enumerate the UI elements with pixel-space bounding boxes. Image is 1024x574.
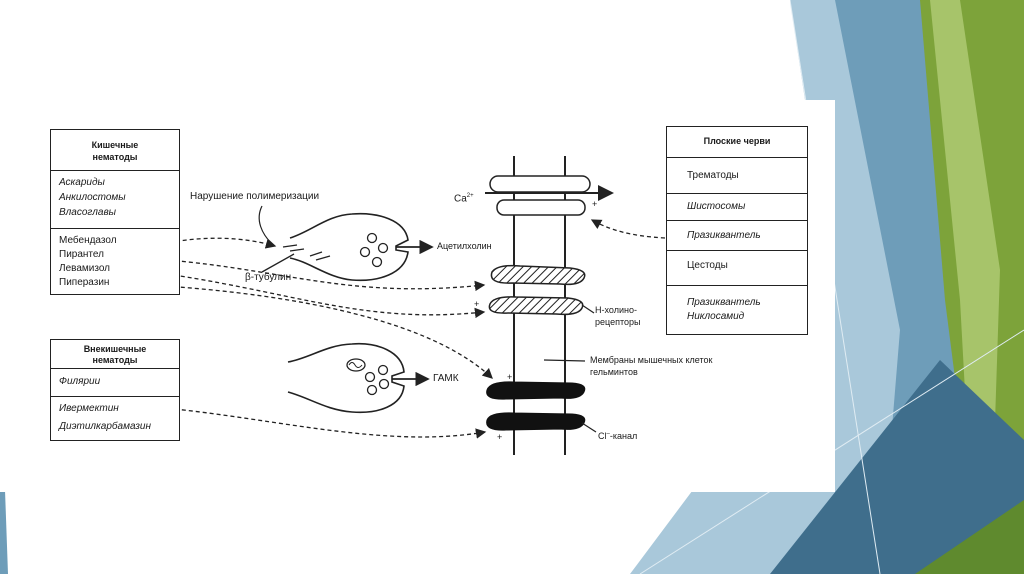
n-cholino-label-line2: рецепторы (595, 317, 641, 327)
plus-sign-gaba: + (507, 372, 513, 382)
intestinal-nematodes-box: Кишечные нематоды Аскариды Анкилостомы В… (50, 129, 180, 295)
membranes-leader (543, 359, 586, 362)
drug-piperazine: Пиперазин (59, 277, 110, 288)
vesicle (371, 256, 383, 268)
vesicle (377, 364, 389, 376)
plus-sign-calcium: + (592, 199, 598, 209)
vesicle (366, 384, 378, 396)
praziquantel-arrow (590, 219, 666, 239)
intestinal-header-line1: Кишечные (91, 140, 139, 150)
species-ancylostoma: Анкилостомы (59, 192, 126, 203)
vesicle (377, 242, 389, 254)
trematodes-cell: Трематоды (667, 157, 807, 193)
cestode-drugs-cell: Празиквантель Никлосамид (667, 285, 807, 334)
drug-ivermectin: Ивермектин (59, 403, 119, 414)
cestodes-cell: Цестоды (667, 250, 807, 285)
extraintestinal-nematodes-box: Внекишечные нематоды Филярии Ивермектин … (50, 339, 180, 441)
chloride-charge: – (606, 431, 610, 437)
n-cholino-label-line1: Н-холино- (595, 305, 637, 315)
vesicle (364, 371, 376, 383)
cestode-drug-praziquantel: Празиквантель (687, 297, 761, 308)
tubulin-fragment (309, 251, 323, 257)
schistosomes-cell: Шистосомы (667, 193, 807, 220)
synapse-terminal-lower (287, 342, 405, 414)
drug-mebendazole: Мебендазол (59, 235, 117, 246)
calcium-symbol: Ca (454, 193, 467, 205)
piperazine-arrow (131, 283, 493, 379)
pyrantel-arrow (139, 257, 486, 292)
drug-pyrantel: Пирантел (59, 249, 104, 260)
mitochondrion (346, 358, 366, 372)
n-cholino-receptor-2 (488, 296, 584, 316)
chloride-symbol: Cl (598, 431, 607, 441)
calcium-channel-top (489, 175, 591, 193)
acetylcholine-label: Ацетилхолин (437, 241, 492, 251)
schistosomes-label: Шистосомы (687, 201, 746, 212)
membranes-label-line1: Мембраны мышечных клеток (590, 355, 713, 365)
synapse-terminal-upper (289, 212, 409, 282)
extraintestinal-header-line2: нематоды (92, 355, 138, 365)
n-cholino-receptor-1 (490, 264, 586, 286)
intestinal-species-cell: Аскариды Анкилостомы Власоглавы (51, 170, 179, 228)
ivermectin-arrow (139, 405, 487, 439)
bg-blue-bottom (770, 360, 1024, 574)
flatworms-box: Плоские черви Трематоды Шистосомы Празик… (666, 126, 808, 335)
trematodes-label: Трематоды (687, 170, 739, 181)
plus-sign-chloride: + (497, 432, 503, 442)
extraintestinal-header-line1: Внекишечные (83, 344, 147, 354)
polymerization-leader (258, 205, 273, 245)
drug-levamisole: Левамизол (59, 263, 110, 274)
flatworms-header: Плоские черви (703, 136, 771, 146)
chloride-channel-lower (486, 412, 586, 431)
extraintestinal-drugs-cell: Ивермектин Диэтилкарбамазин (51, 396, 179, 440)
trematode-drug-praziquantel: Празиквантель (687, 230, 761, 241)
chloride-channel-text: -канал (609, 431, 638, 441)
trematode-drug-cell: Празиквантель (667, 220, 807, 250)
gaba-chloride-channel (486, 381, 586, 400)
bg-green-bottom (915, 500, 1024, 574)
chloride-channel-label: Cl–-канал (598, 431, 637, 441)
vesicle (378, 378, 390, 390)
tubulin-fragment (289, 248, 305, 252)
cestode-drug-niclosamide: Никлосамид (687, 311, 745, 322)
calcium-charge: 2+ (466, 193, 474, 199)
intestinal-drugs-cell: Мебендазол Пирантел Левамизол Пиперазин (51, 228, 179, 294)
diagram-panel-top (0, 0, 790, 100)
calcium-channel-bottom (496, 199, 586, 216)
species-whipworms: Власоглавы (59, 207, 117, 218)
gaba-label: ГАМК (433, 373, 459, 384)
tubulin-pointer (261, 253, 295, 273)
vesicle (366, 232, 378, 244)
mitochondrion-crista (348, 362, 363, 368)
drug-diethylcarbamazine: Диэтилкарбамазин (59, 421, 151, 432)
levamisole-arrow (145, 270, 486, 319)
polymerization-label: Нарушение полимеризации (190, 191, 320, 202)
vesicle (359, 246, 371, 258)
intestinal-header-line2: нематоды (92, 152, 138, 162)
chloride-leader (581, 422, 597, 433)
filaria-cell: Филярии (51, 368, 179, 396)
membranes-label-line2: гельминтов (590, 367, 638, 377)
calcium-label: Ca2+ (454, 193, 474, 204)
n-cholino-leader (581, 304, 595, 314)
mebendazole-arrow (161, 237, 277, 249)
species-ascarids: Аскариды (59, 177, 105, 188)
plus-sign-n-cholino: + (474, 299, 480, 309)
tubulin-label: β-тубулин (245, 272, 292, 283)
tubulin-fragment (282, 244, 298, 248)
tubulin-fragment (315, 255, 331, 261)
cestodes-label: Цестоды (687, 260, 728, 271)
species-filaria: Филярии (59, 376, 101, 387)
